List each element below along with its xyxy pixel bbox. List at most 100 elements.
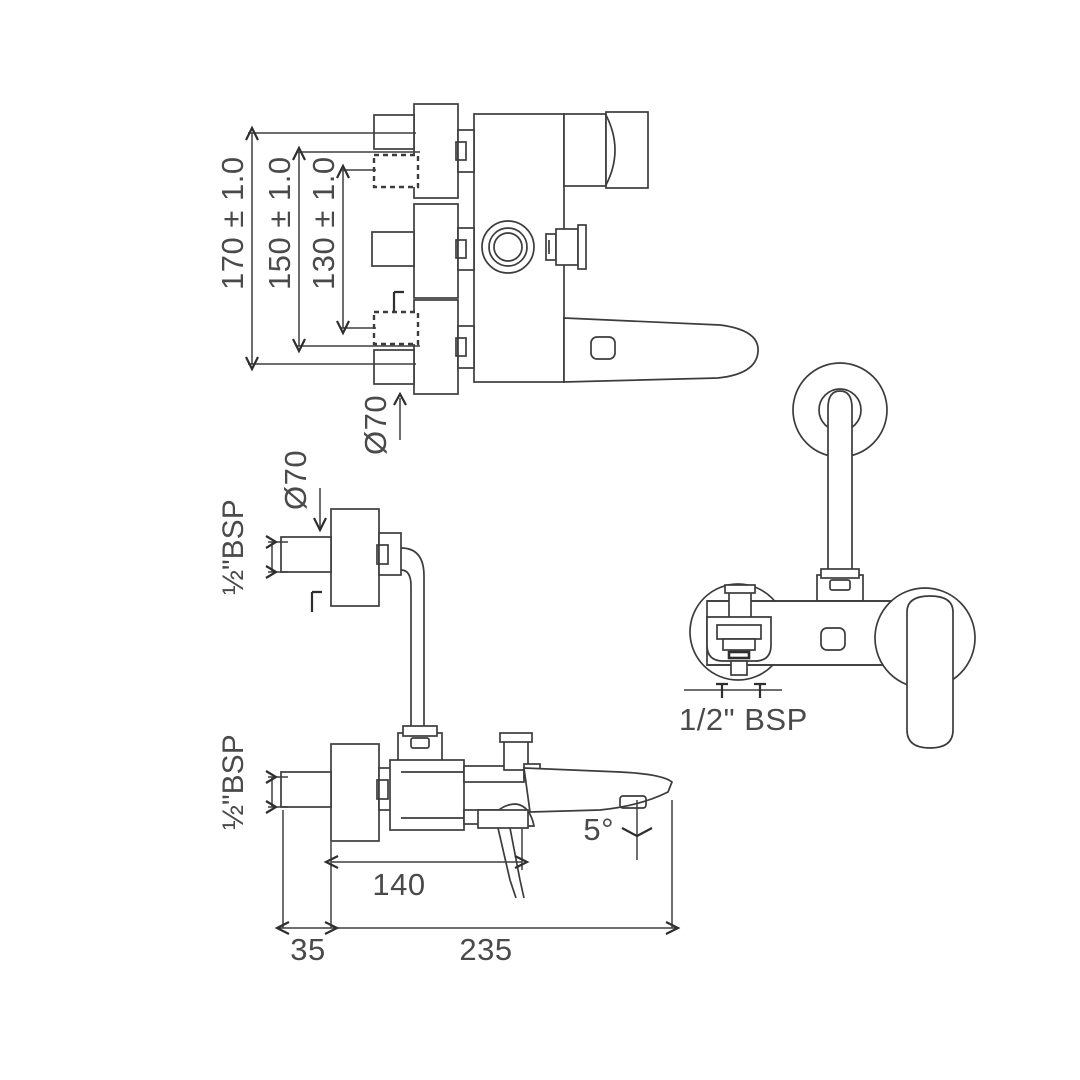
front-check-valve-band1 xyxy=(716,624,762,640)
plan-nipple-detail-top xyxy=(455,141,467,161)
plan-knob-body xyxy=(555,228,579,266)
front-bsp-tick-left xyxy=(716,682,728,698)
plan-knob-stem xyxy=(545,233,557,261)
side-riser-tube xyxy=(400,547,425,736)
side-nipple-detail-upper xyxy=(376,544,389,565)
dim-label-150: 150 ± 1.0 xyxy=(262,156,297,290)
side-spout xyxy=(523,767,674,813)
plan-spout-aerator xyxy=(590,336,616,360)
front-check-valve-tail xyxy=(730,660,748,676)
bsp-lower-arrow-bottom xyxy=(265,800,279,814)
side-riser-collar-detail xyxy=(410,737,430,749)
plan-dia70-leader: Ø70 xyxy=(358,391,407,455)
dim-140-arrow-right xyxy=(514,855,530,869)
dia70-leader-arrow xyxy=(393,391,407,406)
plan-inlet-pipe-top xyxy=(373,114,415,150)
side-lever-right xyxy=(509,827,525,899)
side-nipple-upper xyxy=(378,532,402,576)
dim-label-130: 130 ± 1.0 xyxy=(306,156,341,290)
front-bsp-callout: 1/2" BSP xyxy=(679,682,808,737)
plan-inlet-hidden-bottom xyxy=(372,310,420,346)
plan-shower-outlet-neck xyxy=(563,113,607,187)
dim-140-arrow-left xyxy=(323,855,339,869)
side-riser-inner xyxy=(400,569,412,736)
plan-nipple-detail-bottom xyxy=(455,337,467,357)
dim-label-35: 35 xyxy=(290,932,325,967)
plan-view: 170 ± 1.0 150 ± 1.0 130 ± 1.0 Ø70 xyxy=(215,103,759,455)
bsp-lower-arrow-top xyxy=(265,770,279,784)
plan-flange-group-top xyxy=(372,103,475,199)
plan-cartridge-mid-circle xyxy=(488,227,528,267)
side-dia70-leader-arrow xyxy=(313,517,327,533)
bsp-upper-arrow-top xyxy=(265,535,279,549)
side-section-mark-upper xyxy=(310,590,322,612)
plan-dimension-chain: 170 ± 1.0 150 ± 1.0 130 ± 1.0 xyxy=(215,125,420,372)
dim-label-140: 140 xyxy=(372,867,425,902)
angle-arrow xyxy=(621,827,653,838)
side-riser-outer xyxy=(400,547,425,736)
plan-flange-top xyxy=(413,103,459,199)
plan-flange-middle xyxy=(413,203,459,299)
front-riser-tube xyxy=(827,390,853,581)
plan-knob-cap xyxy=(577,224,587,270)
plan-inlet-pipe-bottom xyxy=(373,349,415,385)
front-riser-collar-detail xyxy=(829,579,851,591)
side-lower-inlet xyxy=(280,743,402,842)
dim-150-arrow-top xyxy=(292,145,306,161)
dim-label-bsp-upper: ½"BSP xyxy=(217,499,250,595)
side-dia70-leader: Ø70 xyxy=(278,450,327,533)
front-lever-handle xyxy=(906,595,954,749)
plan-nipple-detail-middle xyxy=(455,239,467,259)
front-check-valve-band3 xyxy=(727,650,751,660)
side-inlet-pipe-lower xyxy=(280,771,332,808)
dim-35-arrow-left xyxy=(274,921,290,935)
side-flange-lower xyxy=(330,743,380,842)
dim-label-170: 170 ± 1.0 xyxy=(215,156,250,290)
plan-cartridge-inner-circle xyxy=(493,232,523,262)
dim-235-arrow-right xyxy=(665,921,681,935)
side-inlet-pipe-upper xyxy=(280,536,332,573)
dim-170-arrow-top xyxy=(245,125,259,141)
side-riser-collar-top xyxy=(402,725,438,737)
side-bsp-upper-callout: ½"BSP xyxy=(217,499,288,595)
side-spout-aerator xyxy=(619,795,647,809)
dim-label-bsp-front: 1/2" BSP xyxy=(679,702,808,737)
dim-label-dia70-side: Ø70 xyxy=(278,450,313,510)
dim-150-arrow-bottom xyxy=(292,338,306,354)
dim-label-235: 235 xyxy=(459,932,512,967)
bsp-upper-arrow-bottom xyxy=(265,565,279,579)
dim-35-arrow-right xyxy=(324,921,340,935)
dim-170-arrow-bottom xyxy=(245,356,259,372)
plan-inlet-pipe-middle xyxy=(371,231,415,267)
front-riser-collar xyxy=(816,574,864,602)
plan-section-mark-middle xyxy=(392,290,404,312)
front-body-badge xyxy=(820,627,846,651)
side-popup-collar xyxy=(477,809,529,829)
plan-shower-outlet-cap xyxy=(605,111,649,189)
front-view: 1/2" BSP xyxy=(679,362,976,749)
front-riser-collar-top xyxy=(820,568,860,579)
side-upper-inlet xyxy=(280,508,402,612)
side-bsp-lower-callout: ½"BSP xyxy=(217,734,288,830)
dim-130-arrow-bottom xyxy=(336,320,350,336)
side-flange-upper xyxy=(330,508,380,607)
plan-spout xyxy=(563,317,759,383)
dim-label-5deg: 5° xyxy=(583,812,614,847)
side-lever-left xyxy=(497,827,517,899)
front-check-valve-cap xyxy=(724,584,756,594)
plan-inlet-hidden-top xyxy=(372,153,420,189)
front-check-valve-band2 xyxy=(722,638,756,651)
plan-flange-group-bottom xyxy=(372,299,475,395)
side-diverter-knob-cap xyxy=(499,732,533,743)
side-horizontal-dimensions: 140 35 235 xyxy=(274,800,681,967)
dim-label-dia70-plan: Ø70 xyxy=(358,395,393,455)
dim-label-bsp-lower: ½"BSP xyxy=(217,734,250,830)
plan-flange-bottom xyxy=(413,299,459,395)
plan-flange-group-middle xyxy=(371,203,475,312)
side-body-block xyxy=(389,759,465,831)
front-bsp-tick-right xyxy=(754,682,766,698)
spout-angle-callout: 5° xyxy=(583,800,653,860)
side-view: ½"BSP ½"BSP Ø70 xyxy=(217,450,681,967)
dim-130-arrow-top xyxy=(336,163,350,179)
